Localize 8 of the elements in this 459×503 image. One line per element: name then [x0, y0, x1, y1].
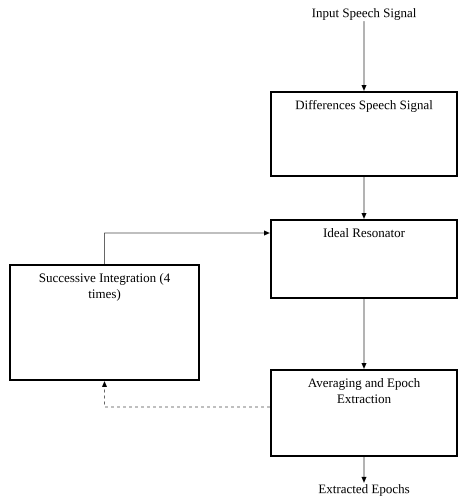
text-label: Input Speech Signal — [312, 8, 416, 20]
process-box: Differences Speech Signal — [270, 91, 458, 177]
arrow — [102, 381, 270, 408]
arrow — [104, 230, 270, 264]
text-label: Extracted Epochs — [318, 484, 410, 496]
process-box: Averaging and Epoch Extraction — [270, 369, 458, 457]
process-box: Ideal Resonator — [270, 219, 458, 299]
process-box: Successive Integration (4 times) — [9, 264, 200, 381]
